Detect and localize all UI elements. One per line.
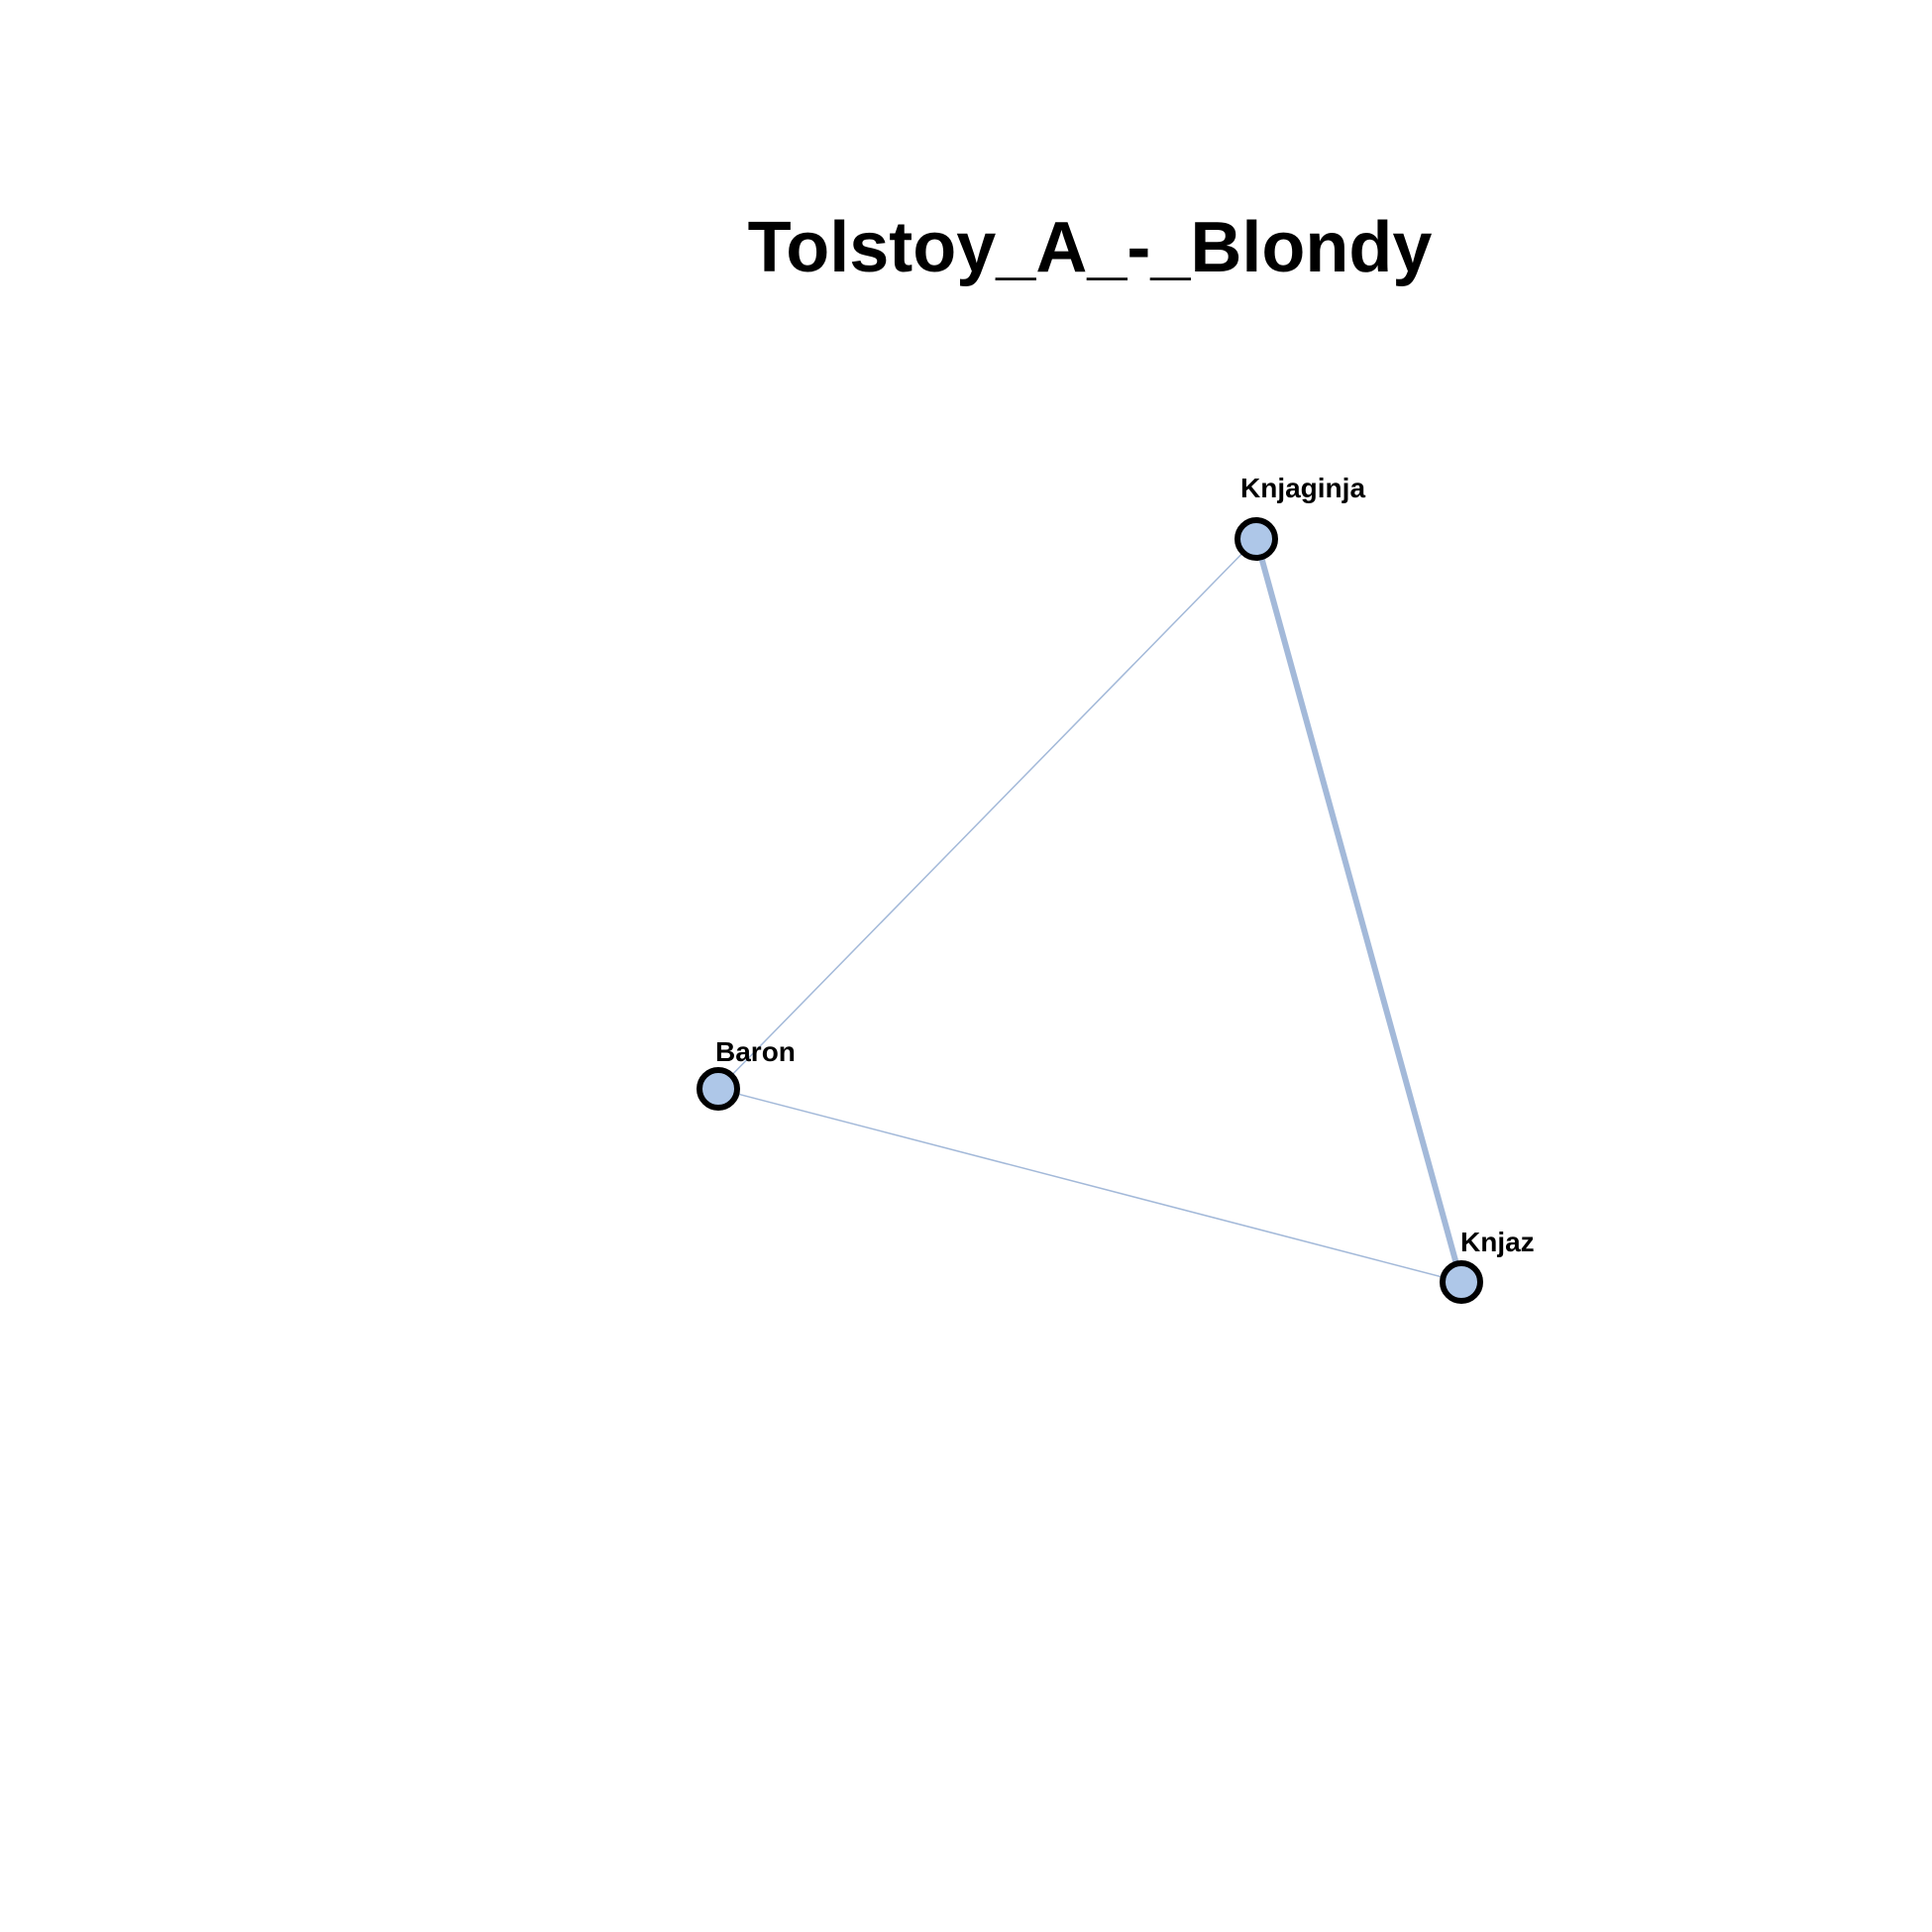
edge-baron-knjaz: [717, 1088, 1462, 1283]
node-knjaz[interactable]: [1440, 1260, 1483, 1304]
node-label-knjaginja: Knjaginja: [1240, 473, 1365, 503]
node-label-baron: Baron: [715, 1036, 796, 1067]
edge-knjaginja-baron: [717, 538, 1257, 1090]
nodes-layer: [697, 517, 1483, 1304]
node-label-knjaz: Knjaz: [1460, 1227, 1535, 1257]
node-knjaginja[interactable]: [1234, 517, 1278, 561]
graph-title: Tolstoy_A_-_Blondy: [748, 208, 1433, 287]
node-baron[interactable]: [697, 1067, 740, 1111]
edge-knjaginja-knjaz: [1253, 536, 1464, 1285]
edges-layer: [717, 536, 1464, 1285]
